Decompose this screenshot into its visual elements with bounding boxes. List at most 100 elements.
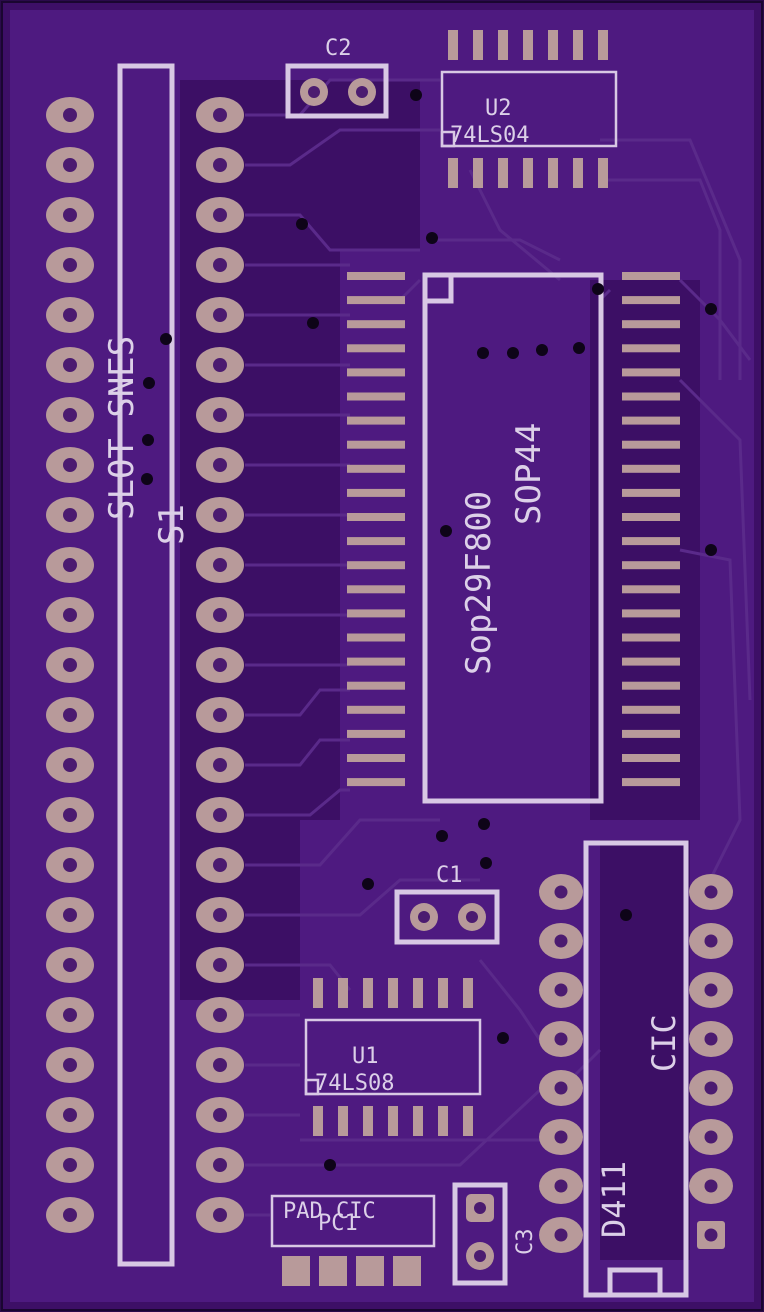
u2-pad xyxy=(498,30,508,60)
u3-pad xyxy=(347,272,405,280)
pc1-outline xyxy=(270,1194,436,1248)
u3-pad xyxy=(622,657,680,666)
s1-pad-hole xyxy=(213,658,227,672)
s1-pad-hole xyxy=(213,908,227,922)
u1-outline xyxy=(304,1018,482,1096)
s1-pad-hole xyxy=(213,858,227,872)
s1-pad-hole xyxy=(63,958,77,972)
u1-pad xyxy=(363,978,373,1008)
u3-pad xyxy=(347,416,405,425)
cic-pad-hole xyxy=(554,1032,568,1046)
pc1-ref-label: PC1 xyxy=(318,1211,358,1236)
s1-pad-hole xyxy=(213,1208,227,1222)
via xyxy=(160,333,172,345)
u1-ref-label: U1 xyxy=(352,1044,379,1069)
u3-pad xyxy=(347,440,405,449)
pc1-pad-cic: PAD CIC PC1 xyxy=(270,1194,436,1286)
u3-pad xyxy=(622,705,680,714)
s1-pad-hole xyxy=(63,1208,77,1222)
c3-capacitor: C3 xyxy=(452,1182,538,1286)
u1-pad xyxy=(413,1106,423,1136)
cic-pad-hole xyxy=(554,885,568,899)
s1-pad-hole xyxy=(63,858,77,872)
s1-pads-left xyxy=(46,97,94,1233)
u2-74ls04: U2 74LS04 xyxy=(440,30,618,188)
cic-chip: CIC D411 xyxy=(539,840,733,1298)
u1-pad xyxy=(338,978,348,1008)
s1-pad-hole xyxy=(63,758,77,772)
u2-pad xyxy=(548,158,558,188)
cic-pad-hole xyxy=(554,1130,568,1144)
s1-pad-hole xyxy=(213,258,227,272)
u3-pad xyxy=(622,464,680,473)
u2-pad xyxy=(523,158,533,188)
c2-outline xyxy=(285,63,389,119)
cic-pad-hole xyxy=(704,983,718,997)
via xyxy=(573,342,585,354)
u3-pad xyxy=(347,609,405,618)
cic-pad-hole xyxy=(554,1228,568,1242)
u3-pad xyxy=(622,537,680,546)
s1-pad-hole xyxy=(213,558,227,572)
u3-pad xyxy=(622,513,680,521)
u1-pad xyxy=(313,978,323,1008)
via xyxy=(440,525,452,537)
u2-pad xyxy=(598,158,608,188)
via xyxy=(426,232,438,244)
c2-ref-label: C2 xyxy=(325,36,352,61)
via xyxy=(410,89,422,101)
c3-ref-label: C3 xyxy=(513,1229,538,1256)
cic-pad-hole xyxy=(554,983,568,997)
s1-pad-hole xyxy=(63,1158,77,1172)
s1-pad-hole xyxy=(63,908,77,922)
via xyxy=(478,818,490,830)
cic-ref-label: CIC xyxy=(645,1014,683,1072)
u1-pad xyxy=(413,978,423,1008)
via xyxy=(705,303,717,315)
via xyxy=(620,909,632,921)
cic-outline xyxy=(583,840,689,1298)
s1-pad-hole xyxy=(63,608,77,622)
s1-pad-hole xyxy=(63,308,77,322)
c1-outline xyxy=(394,889,500,945)
s1-pad-hole xyxy=(63,808,77,822)
via xyxy=(143,377,155,389)
c1-capacitor: C1 xyxy=(394,863,500,945)
cic-pad-hole xyxy=(704,885,718,899)
u3-pad xyxy=(347,368,405,377)
u3-pad xyxy=(622,392,680,401)
via xyxy=(296,218,308,230)
s1-pad-hole xyxy=(213,708,227,722)
s1-pads-right xyxy=(196,97,244,1233)
u3-pad xyxy=(347,657,405,666)
u2-pad xyxy=(448,158,458,188)
u1-pad xyxy=(363,1106,373,1136)
u2-pad xyxy=(523,30,533,60)
s1-snes-slot: SLOT SNES S1 xyxy=(46,63,244,1267)
u3-flash-sop44: Sop29F800 SOP44 xyxy=(347,272,680,804)
cic-pads-left xyxy=(539,874,583,1253)
s1-outline xyxy=(117,63,175,1267)
s1-pad-hole xyxy=(213,408,227,422)
u3-pad xyxy=(347,537,405,546)
via xyxy=(507,347,519,359)
cic-pads-right xyxy=(689,874,733,1249)
u3-pad xyxy=(347,488,405,497)
cic-pad-hole xyxy=(704,1130,718,1144)
u3-pad xyxy=(347,320,405,329)
s1-pad-hole xyxy=(63,358,77,372)
cic-value-label: D411 xyxy=(595,1161,633,1238)
s1-pad-hole xyxy=(213,1158,227,1172)
s1-pad-hole xyxy=(63,1108,77,1122)
u3-pad xyxy=(622,778,680,787)
s1-pad-hole xyxy=(213,608,227,622)
u3-pad xyxy=(622,633,680,642)
u3-value2-label: SOP44 xyxy=(509,423,549,525)
u3-pad xyxy=(347,392,405,401)
u1-pad xyxy=(438,978,448,1008)
cic-pad-hole xyxy=(704,1179,718,1193)
u3-pad xyxy=(347,513,405,521)
u3-pad xyxy=(347,778,405,787)
u3-pad xyxy=(347,585,405,594)
